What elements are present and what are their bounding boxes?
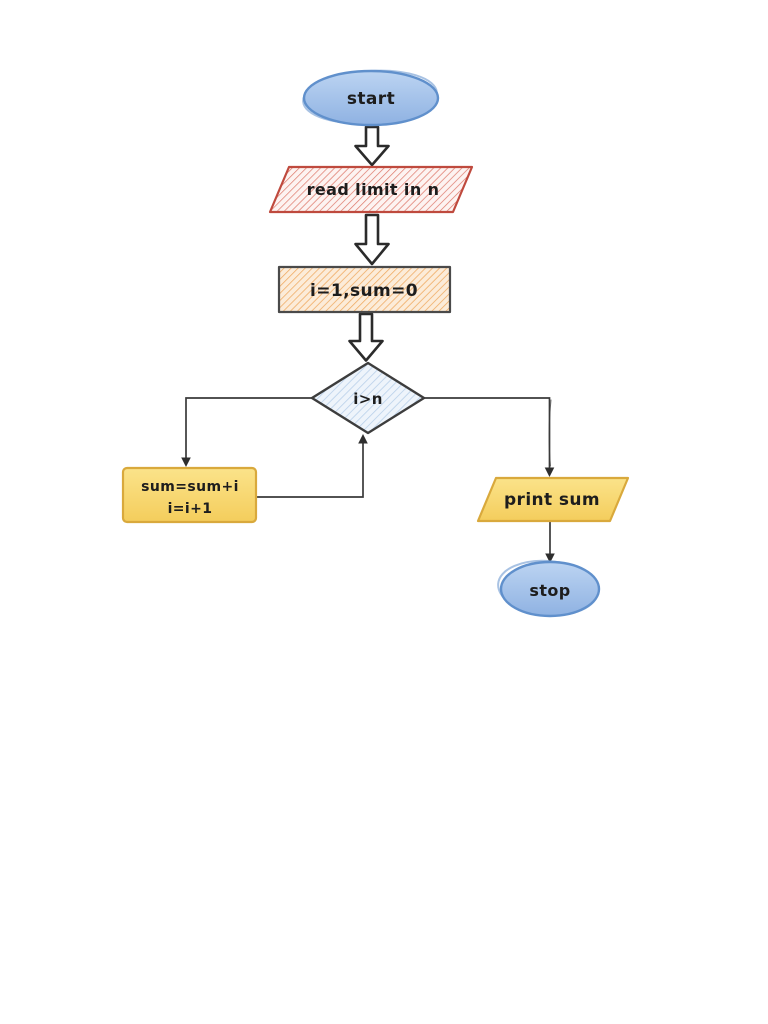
io-parallelogram-shape (476, 476, 630, 523)
block-arrow-icon (354, 125, 390, 167)
block-arrow-icon (348, 312, 384, 362)
node-stop: stop (497, 559, 601, 618)
initialize-label: i=1,sum=0 (310, 281, 418, 301)
process-rect-shape (277, 265, 452, 314)
node-output: print sum (476, 476, 630, 523)
arrowhead-down-icon (544, 467, 555, 477)
accumulate-label-line2: i=i+1 (168, 501, 213, 517)
edge-decision-to-output (423, 397, 555, 477)
block-arrow-icon (354, 213, 390, 266)
start-label: start (347, 89, 395, 109)
process-rect-shape (121, 466, 258, 524)
edge-init-to-decision (348, 312, 384, 362)
node-read-input: read limit in n (268, 165, 474, 214)
edge-accumulate-loopback (255, 434, 368, 498)
decision-label: i>n (353, 390, 383, 408)
arrowhead-down-icon (545, 553, 555, 563)
edge-start-to-read (354, 125, 390, 167)
read-input-label: read limit in n (307, 180, 440, 199)
accumulate-label-line1: sum=sum+i (141, 479, 239, 495)
output-label: print sum (504, 490, 600, 510)
stop-label: stop (529, 581, 570, 600)
node-accumulate: sum=sum+i i=i+1 (121, 466, 258, 524)
node-decision: i>n (310, 361, 426, 435)
node-start: start (302, 69, 440, 127)
io-parallelogram-shape (268, 165, 474, 214)
edge-decision-to-accumulate (181, 397, 313, 467)
arrowhead-up-icon (358, 434, 368, 444)
node-initialize: i=1,sum=0 (277, 265, 452, 314)
terminator-shape (499, 560, 601, 618)
terminator-shape (302, 69, 440, 127)
decision-diamond-shape (310, 361, 426, 435)
edge-read-to-init (354, 213, 390, 266)
arrowhead-down-icon (181, 457, 191, 467)
edge-output-to-stop (545, 521, 555, 563)
